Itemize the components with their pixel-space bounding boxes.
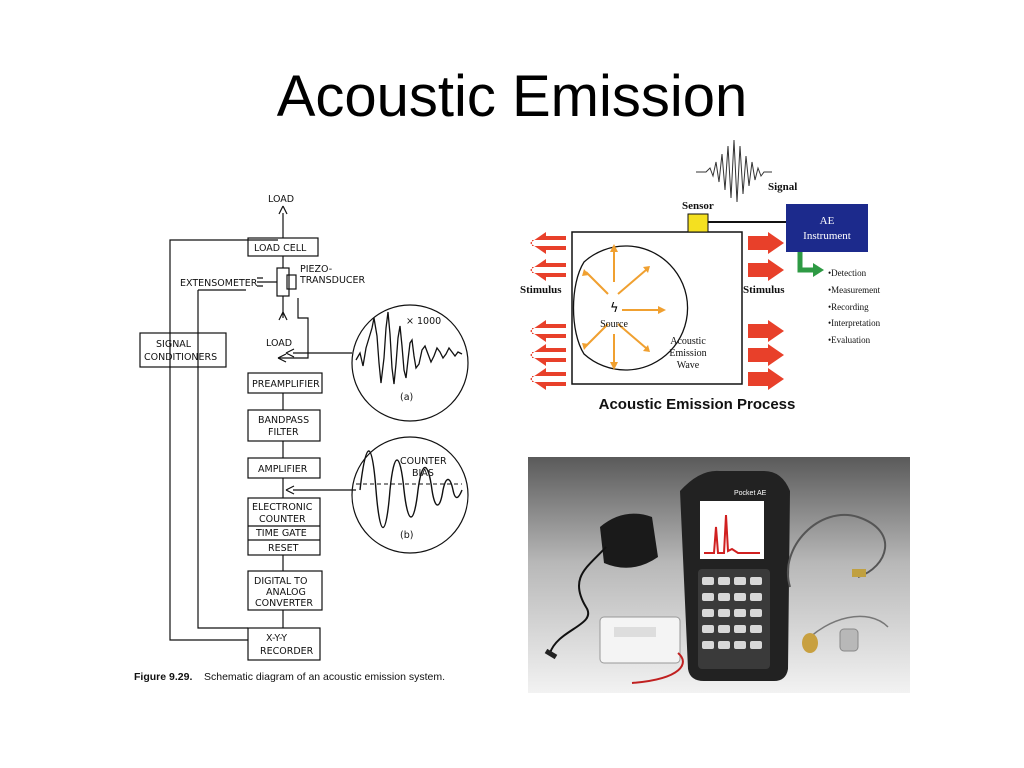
slide-title: Acoustic Emission bbox=[276, 64, 748, 129]
signal-wave-icon bbox=[696, 139, 772, 203]
ae-process-diagram: Signal Sensor AE Instrument •Detection •… bbox=[510, 132, 920, 432]
bandpass-label-1: BANDPASS bbox=[258, 415, 309, 426]
ae-instrument-label-2: Instrument bbox=[803, 230, 851, 242]
inset-b-text-1: COUNTER bbox=[400, 456, 447, 467]
bandpass-label-2: FILTER bbox=[268, 427, 299, 438]
stimulus-left-label: Stimulus bbox=[520, 284, 562, 296]
ae-sensor-icon bbox=[802, 615, 889, 653]
stimulus-right-label: Stimulus bbox=[743, 284, 785, 296]
use-item-recording: •Recording bbox=[828, 302, 869, 312]
radial-arrows-icon bbox=[585, 250, 660, 364]
dac-label-2: ANALOG bbox=[266, 587, 306, 598]
piezo-label-2: TRANSDUCER bbox=[299, 275, 366, 286]
figure-caption-number: Figure 9.29. bbox=[134, 671, 192, 683]
green-arrow-icon bbox=[797, 252, 815, 273]
use-item-detection: •Detection bbox=[828, 268, 867, 278]
reset-label: RESET bbox=[268, 543, 299, 554]
specimen-box bbox=[571, 231, 743, 385]
device-label: Pocket AE bbox=[734, 490, 767, 497]
wave-label-3: Wave bbox=[677, 360, 700, 371]
power-adapter-icon bbox=[544, 513, 658, 660]
recorder-label-2: RECORDER bbox=[260, 646, 314, 657]
source-lightning-icon: ϟ bbox=[610, 301, 619, 316]
battery-pack-icon bbox=[599, 616, 684, 684]
figure-caption-text: Schematic diagram of an acoustic emissio… bbox=[204, 671, 445, 683]
ae-instrument-box bbox=[786, 204, 868, 252]
electronic-counter-label-1: ELECTRONIC bbox=[252, 502, 313, 513]
preamplifier-label: PREAMPLIFIER bbox=[252, 379, 320, 390]
inset-a-label: (a) bbox=[400, 392, 413, 403]
electronic-counter-label-2: COUNTER bbox=[259, 514, 306, 525]
process-caption: Acoustic Emission Process bbox=[599, 396, 796, 413]
waveform-a-icon bbox=[355, 311, 463, 385]
handheld-ae-device-icon: Pocket AE bbox=[680, 470, 790, 681]
inset-b-label: (b) bbox=[400, 530, 413, 541]
load-mid-label: LOAD bbox=[266, 338, 292, 349]
sensor-icon bbox=[687, 213, 709, 233]
piezo-label-1: PIEZO- bbox=[300, 264, 332, 275]
stimulus-arrows-right bbox=[748, 232, 784, 390]
sensor-label: Sensor bbox=[682, 200, 714, 212]
inset-a-scale: × 1000 bbox=[406, 316, 441, 327]
load-cell-label: LOAD CELL bbox=[254, 243, 307, 254]
waveform-b-icon bbox=[359, 450, 463, 528]
use-item-evaluation: •Evaluation bbox=[828, 335, 871, 345]
wave-label-2: Emission bbox=[669, 348, 706, 359]
dac-label-3: CONVERTER bbox=[255, 598, 313, 609]
ae-system-schematic: LOAD LOAD CELL PIEZO- TRANSDUCER EXTENSO… bbox=[128, 188, 480, 688]
time-gate-label: TIME GATE bbox=[255, 528, 307, 539]
load-top-label: LOAD bbox=[268, 194, 294, 205]
equipment-photo: Pocket AE bbox=[528, 457, 910, 693]
amplifier-label: AMPLIFIER bbox=[258, 464, 308, 475]
inset-b-text-2: BIAS bbox=[412, 468, 434, 479]
stimulus-arrows-left bbox=[530, 232, 566, 390]
signal-label: Signal bbox=[768, 181, 797, 193]
signal-conditioners-label-1: SIGNAL bbox=[156, 339, 192, 350]
dac-label-1: DIGITAL TO bbox=[254, 576, 307, 587]
sensor-cable-icon bbox=[787, 514, 887, 588]
signal-conditioners-label-2: CONDITIONERS bbox=[144, 352, 217, 363]
use-item-measurement: •Measurement bbox=[828, 285, 881, 295]
recorder-label-1: X-Y-Y bbox=[266, 633, 287, 644]
wave-label-1: Acoustic bbox=[670, 336, 706, 347]
ae-instrument-label-1: AE bbox=[820, 215, 835, 227]
emission-wave-circle bbox=[572, 245, 689, 371]
use-item-interpretation: •Interpretation bbox=[828, 318, 881, 328]
extensometer-label: EXTENSOMETER bbox=[180, 278, 258, 289]
source-label: Source bbox=[600, 319, 628, 330]
